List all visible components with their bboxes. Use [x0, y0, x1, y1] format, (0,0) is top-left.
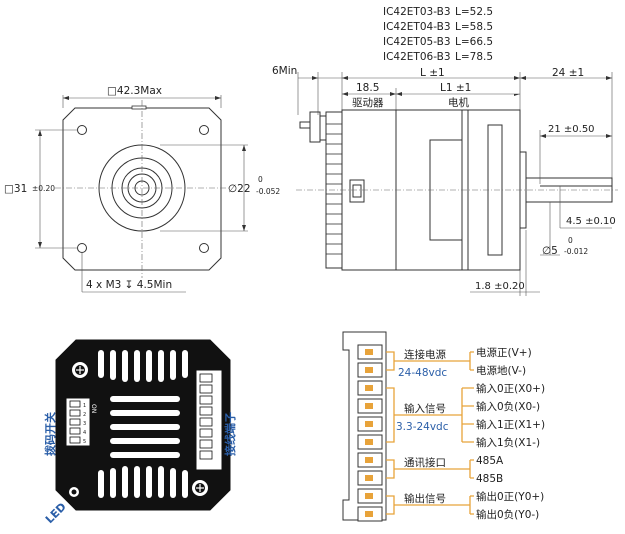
- shaft-length-dim: 24 ±1: [552, 67, 584, 79]
- back-view: 1 2 3 4 5 ON 拨码开关 接线端子 LED: [43, 339, 237, 526]
- flat-length-dim: 21 ±0.50: [548, 124, 595, 135]
- flange-thickness-dim: 1.8 ±0.20: [475, 281, 525, 292]
- shaft-tol-upper: 0: [568, 236, 573, 245]
- model-name: IC42ET05-B3: [383, 36, 451, 48]
- pin-label: 电源正(V+): [476, 346, 532, 359]
- shaft-dia-dim: ∅5: [542, 245, 558, 257]
- pin-label: 输出0负(Y0-): [476, 508, 539, 521]
- dip-switch: 1 2 3 4 5 ON: [65, 397, 97, 447]
- front-view: □42.3Max □31 ±0.20 ∅22 0 -0.0: [4, 85, 280, 293]
- total-length-dim: L ±1: [420, 67, 445, 79]
- boss-tol-lower: -0.052: [256, 187, 280, 196]
- dip-number: 4: [83, 430, 86, 436]
- hole-spacing-dim: □31: [4, 183, 27, 195]
- dip-number: 3: [83, 421, 86, 427]
- model-length: L=66.5: [455, 36, 493, 48]
- pin-label: 输出0正(Y0+): [476, 490, 544, 503]
- boss-dia-dim: ∅22: [228, 183, 251, 195]
- mount-hole: [199, 243, 209, 253]
- boss-tol-upper: 0: [258, 175, 263, 184]
- group-voltage: 3.3-24vdc: [396, 421, 449, 433]
- terminal-block: [195, 369, 223, 471]
- pin-label: 输入1正(X1+): [476, 418, 545, 431]
- group-voltage: 24-48vdc: [398, 367, 447, 379]
- group-name: 输入信号: [404, 402, 446, 415]
- driver-label: 驱动器: [352, 97, 384, 109]
- pin-label: 电源地(V-): [476, 364, 526, 377]
- model-length: L=58.5: [455, 21, 493, 33]
- model-length: L=52.5: [455, 6, 493, 18]
- model-name: IC42ET03-B3: [383, 6, 451, 18]
- dip-number: 2: [83, 412, 86, 418]
- model-name: IC42ET04-B3: [383, 21, 451, 33]
- shaft-tol-lower: -0.012: [564, 247, 588, 256]
- pin-label: 输入0负(X0-): [476, 400, 540, 413]
- dip-number: 5: [83, 439, 86, 445]
- mount-hole: [77, 125, 87, 135]
- dip-on-label: ON: [90, 404, 97, 413]
- model-list: IC42ET03-B3 L=52.5 IC42ET04-B3 L=58.5 IC…: [383, 6, 493, 63]
- shaft-6min-dim: 6Min: [272, 65, 297, 77]
- dip-number: 1: [83, 403, 86, 409]
- screw-icon: [72, 362, 88, 378]
- l1-length-dim: L1 ±1: [440, 82, 471, 94]
- pin-label: 输入0正(X0+): [476, 382, 545, 395]
- driver-length-dim: 18.5: [356, 82, 379, 94]
- pin-label: 输入1负(X1-): [476, 436, 540, 449]
- screw-icon: [192, 480, 208, 496]
- led-label: LED: [43, 500, 69, 526]
- mount-hole: [199, 125, 209, 135]
- mount-hole: [77, 243, 87, 253]
- model-name: IC42ET06-B3: [383, 51, 451, 63]
- dip-switch-label: 拨码开关: [43, 412, 57, 456]
- pin-label: 485A: [476, 455, 504, 467]
- terminal-label: 接线端子: [223, 412, 237, 456]
- model-length: L=78.5: [455, 51, 493, 63]
- pin-label: 485B: [476, 473, 503, 485]
- group-name: 连接电源: [404, 348, 446, 361]
- front-width-dim: □42.3Max: [107, 85, 162, 97]
- group-name: 通讯接口: [404, 456, 446, 469]
- motor-front-outline: [62, 107, 222, 271]
- screw-note: 4 x M3 ↧ 4.5Min: [86, 279, 172, 291]
- flat-depth-dim: 4.5 ±0.10: [566, 216, 616, 227]
- side-view: 6Min L ±1 24 ±1 18.5 L1 ±1 驱动器 电机: [272, 65, 618, 296]
- motor-label: 电机: [448, 96, 469, 109]
- group-name: 输出信号: [404, 492, 446, 505]
- hole-spacing-tol: ±0.20: [32, 184, 55, 193]
- wiring-diagram: 连接电源 24-48vdc 输入信号 3.3-24vdc 通讯接口 输出信号 电…: [342, 331, 545, 522]
